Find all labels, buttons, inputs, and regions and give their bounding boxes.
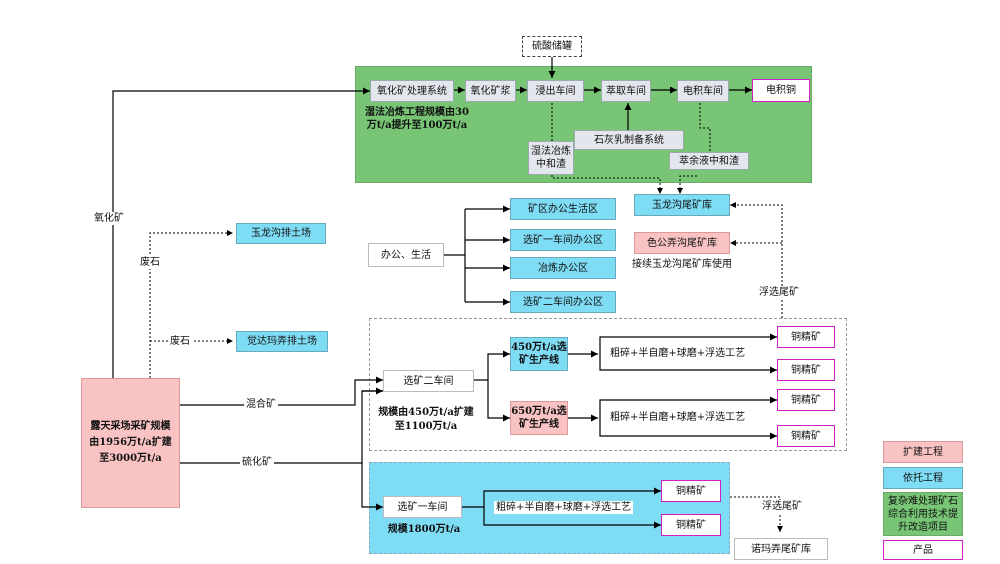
yulonggou-dump-box: 玉龙沟排土场 (236, 223, 326, 244)
flotation-tailings-label-2: 浮选尾矿 (760, 500, 804, 513)
process-b-label: 粗碎+半自磨+球磨+浮选工艺 (608, 411, 748, 424)
office-life-box: 办公、生活 (368, 243, 444, 267)
copper-concentrate-5: 铜精矿 (661, 480, 721, 502)
flotation-tailings-label-1: 浮选尾矿 (757, 286, 801, 299)
copper-concentrate-3: 铜精矿 (777, 389, 835, 411)
lime-system-box: 石灰乳制备系统 (574, 130, 684, 150)
segongnong-tailings-box: 色公弄沟尾矿库 (634, 232, 730, 254)
conc1-office-box: 选矿一车间办公区 (510, 229, 616, 251)
copper-concentrate-4: 铜精矿 (777, 425, 835, 447)
conc2-office-box: 选矿二车间办公区 (510, 291, 616, 313)
conc1-scale-text: 规模1800万t/a (387, 524, 461, 535)
extract-shop-box: 萃取车间 (601, 80, 651, 102)
copper-concentrate-1: 铜精矿 (777, 326, 835, 348)
line-450-box: 450万t/a选矿生产线 (510, 337, 568, 371)
electrowin-shop-box: 电积车间 (677, 80, 729, 102)
legend-relying: 依托工程 (883, 467, 963, 489)
process-c-label: 粗碎+半自磨+球磨+浮选工艺 (494, 501, 634, 514)
line-650-box: 650万t/a选矿生产线 (510, 401, 568, 435)
conc1-shop-box: 选矿一车间 (383, 496, 462, 518)
mine-office-box: 矿区办公生活区 (510, 198, 616, 220)
hydro-residue-box: 湿法冶炼中和渣 (528, 141, 574, 175)
legend-product: 产品 (883, 540, 963, 560)
process-a-label: 粗碎+半自磨+球磨+浮选工艺 (608, 347, 748, 360)
juedamanong-dump-box: 觉达玛弄排土场 (236, 331, 328, 352)
nuomanong-tailings-box: 诺玛弄尾矿库 (734, 538, 828, 560)
hydro-scale-text: 湿法冶炼工程规模由30万t/a提升至100万t/a (365, 107, 469, 131)
copper-concentrate-2: 铜精矿 (777, 359, 835, 381)
conc2-shop-box: 选矿二车间 (383, 370, 474, 392)
oxide-slurry-label: 氧化矿浆 (465, 80, 516, 102)
yulonggou-tailings-box: 玉龙沟尾矿库 (634, 194, 730, 216)
smelt-office-box: 冶炼办公区 (510, 257, 616, 279)
waste-rock-label-2: 废石 (168, 335, 192, 348)
leach-shop-box: 浸出车间 (527, 80, 584, 102)
oxide-treatment-box: 氧化矿处理系统 (370, 80, 454, 102)
waste-rock-label-1: 废石 (138, 256, 162, 269)
open-pit-box: 露天采场采矿规模由1956万t/a扩建至3000万t/a (81, 378, 180, 508)
segongnong-note: 接续玉龙沟尾矿库使用 (632, 259, 732, 270)
sulfide-ore-label: 硫化矿 (240, 456, 274, 469)
concentrator-2-area (369, 318, 847, 451)
legend-upgrade: 复杂难处理矿石综合利用技术提升改造项目 (883, 492, 963, 536)
raffinate-residue-box: 萃余液中和渣 (669, 152, 749, 170)
cathode-copper-box: 电积铜 (752, 79, 810, 102)
oxide-ore-label: 氧化矿 (92, 212, 126, 225)
copper-concentrate-6: 铜精矿 (661, 514, 721, 536)
mixed-ore-label: 混合矿 (244, 398, 278, 411)
legend-expansion: 扩建工程 (883, 441, 963, 463)
acid-tank-box: 硫酸储罐 (522, 36, 582, 57)
conc2-scale-text: 规模由450万t/a扩建至1100万t/a (378, 407, 474, 432)
